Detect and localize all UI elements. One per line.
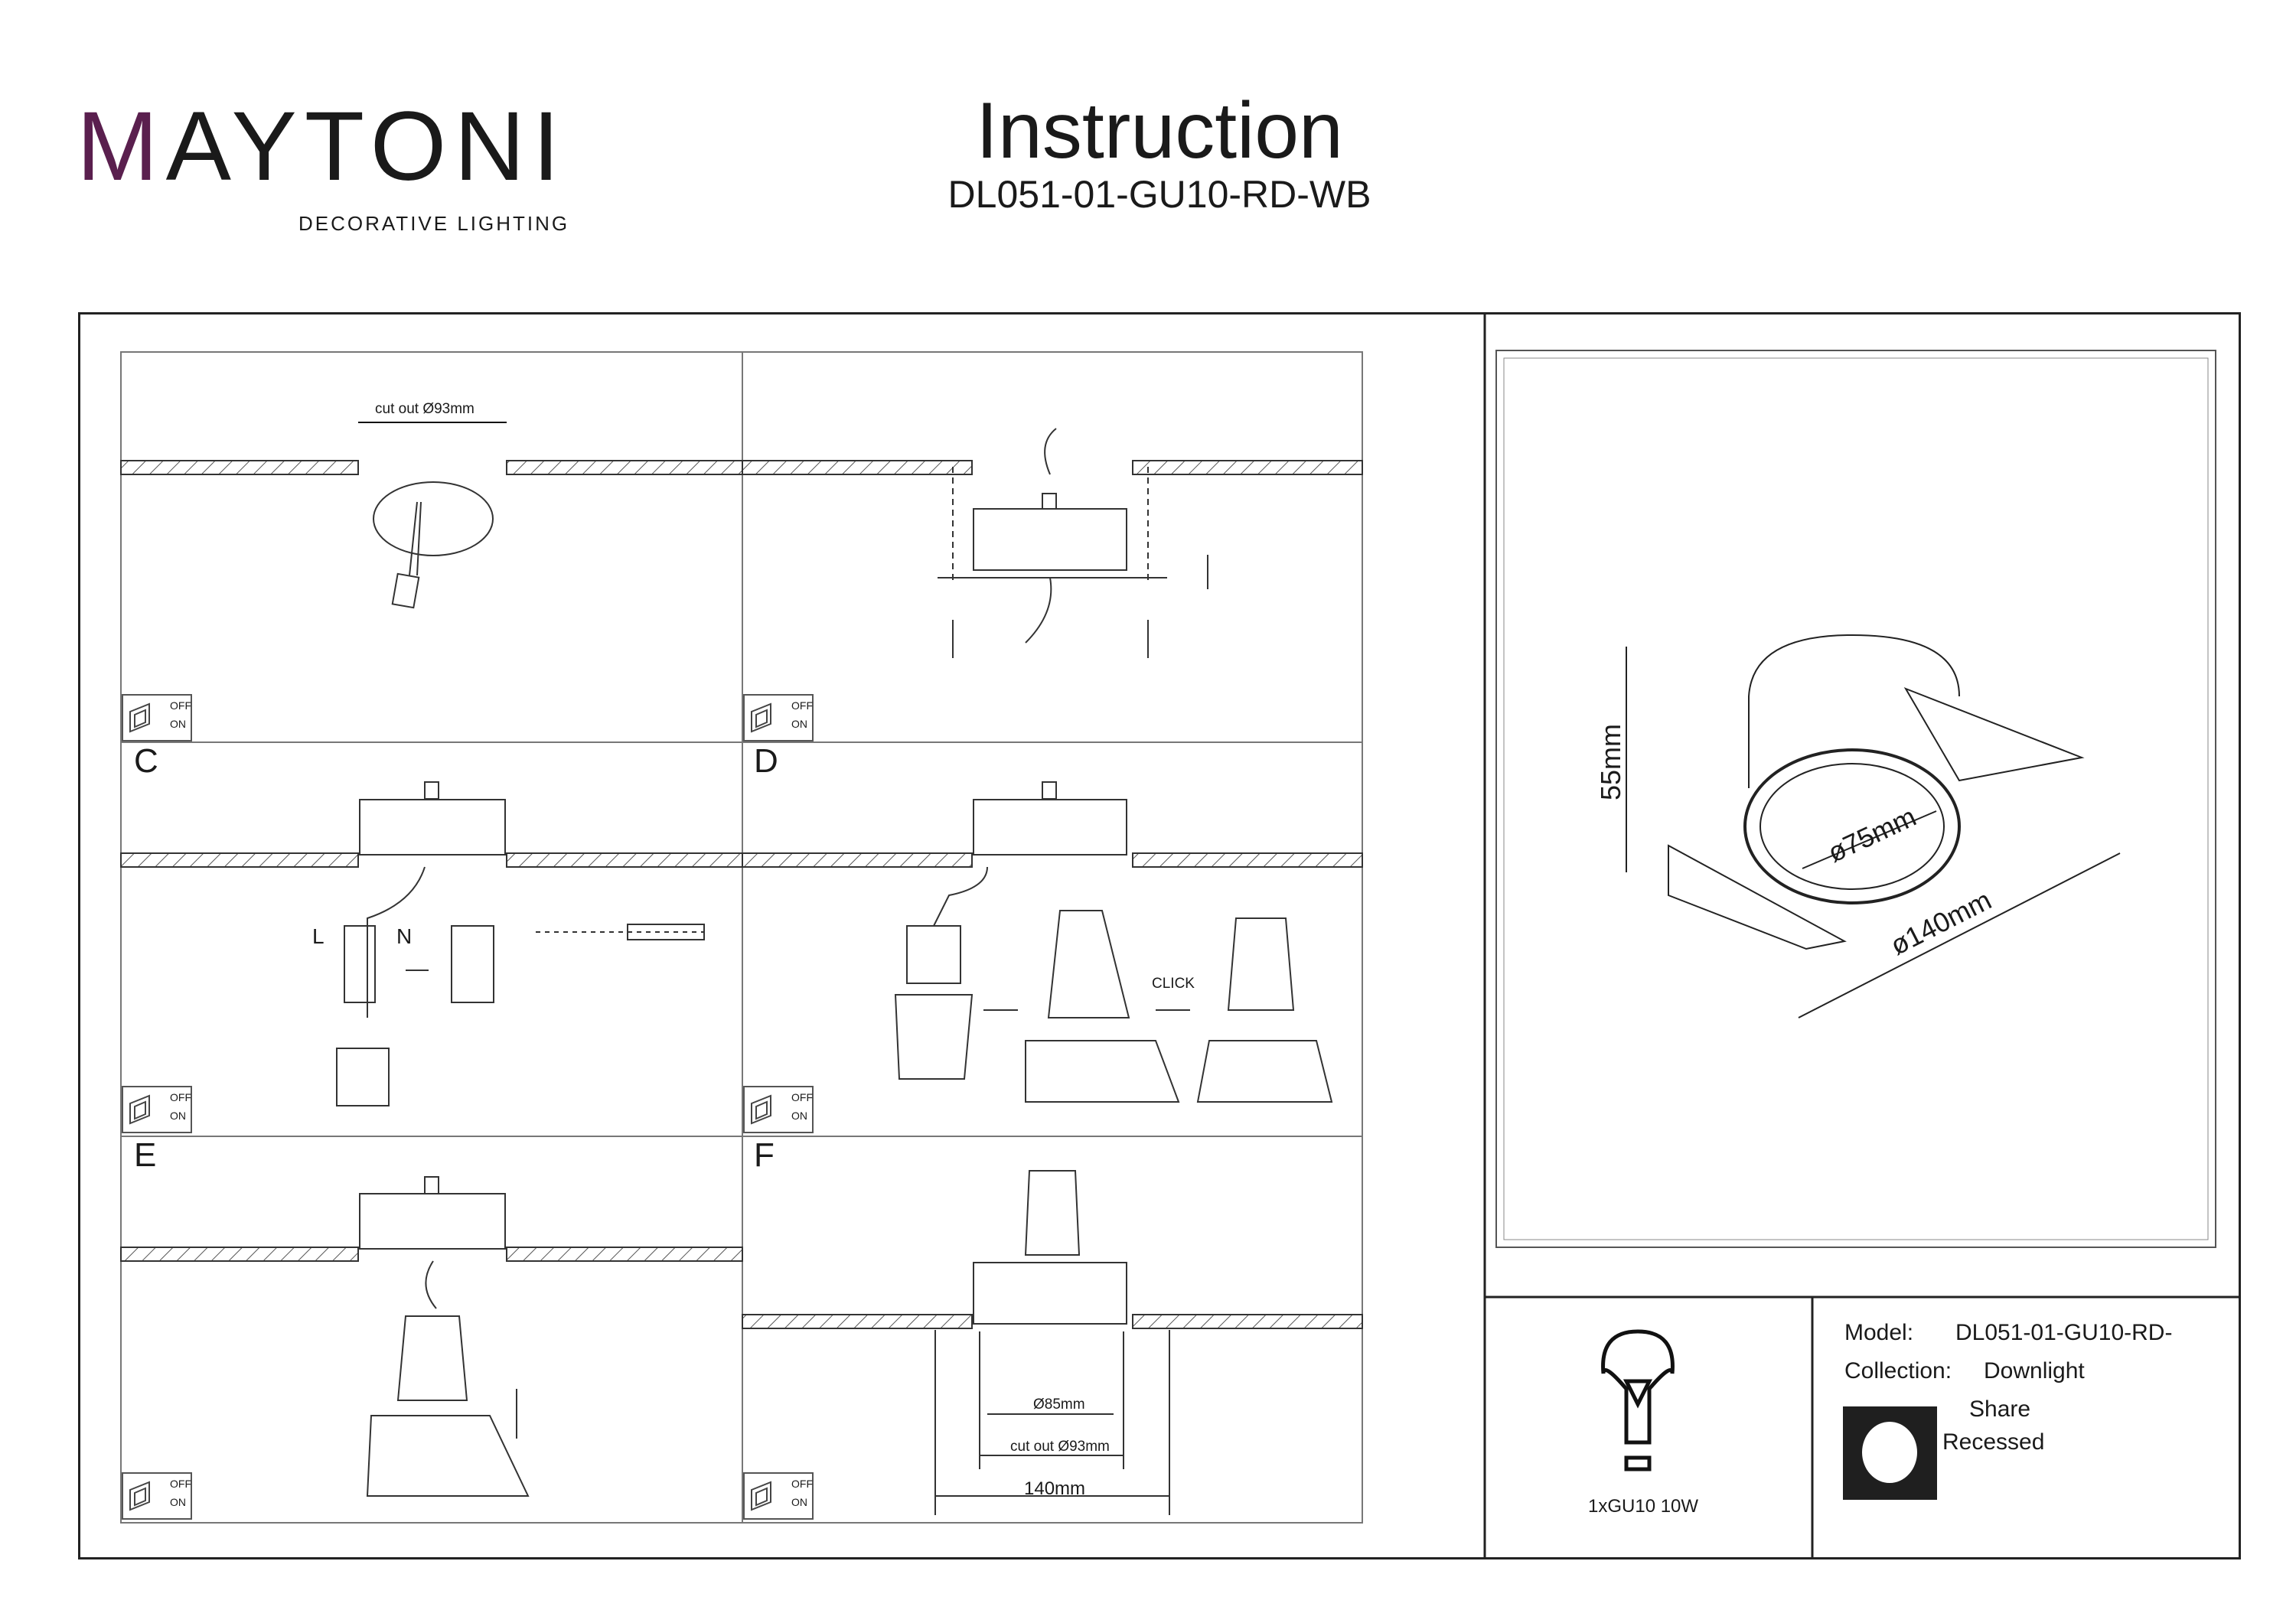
step-letter: D [754,742,778,780]
bulb-icon [1601,1329,1675,1471]
wire-live-label: L [312,924,325,948]
housing-drawing [938,428,1208,658]
brand-tagline: DECORATIVE LIGHTING [298,212,570,235]
brand-logo: MAYTONI [77,92,568,201]
fixture-install-drawing [359,1176,530,1497]
cutout-label: cut out Ø93mm [375,401,475,417]
wire-neutral-label: N [396,924,413,948]
collection-value: Downlight [1984,1358,2085,1383]
model-code: DL051-01-GU10-RD-WB [947,173,1371,216]
inner-diameter-label: Ø85mm [1033,1396,1085,1413]
product-drawing-frame [1495,350,2216,1248]
step-letter: E [134,1136,157,1174]
lamp-install-drawing [894,781,1333,1103]
step-letter: F [754,1136,775,1174]
brand-logo-text: AYTONI [165,92,568,201]
instruction-frame [78,312,2241,1559]
final-drawing [934,1170,1170,1515]
model-label: Model: [1844,1320,1914,1345]
type-line1: Share [1969,1396,2031,1422]
collection-label: Collection: [1844,1358,1952,1383]
lamp-spec: 1xGU10 10W [1588,1496,1699,1517]
saw-icon [358,422,507,609]
step-letter: C [134,742,158,780]
cutout-diameter-label: cut out Ø93mm [1010,1439,1110,1455]
page-title: Instruction [976,86,1343,175]
type-line2: Recessed [1942,1429,2045,1455]
model-value: DL051-01-GU10-RD- [1955,1320,2173,1345]
outer-diameter-label: 140mm [1024,1478,1086,1499]
click-label: CLICK [1152,976,1195,992]
height-dimension: 55mm [1595,723,1627,801]
ceiling-sections [120,460,1363,1329]
wiring-drawing [336,781,705,1106]
product-isometric-drawing [1626,634,2121,1018]
